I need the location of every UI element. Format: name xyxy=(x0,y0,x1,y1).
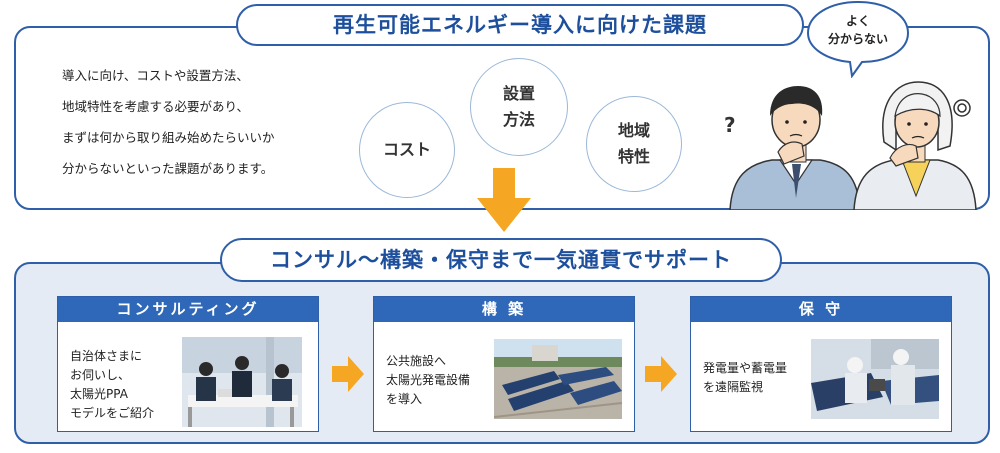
construction-card: 構 築 公共施設へ 太陽光発電設備 を導入 xyxy=(373,296,635,432)
consulting-card: コンサルティング 自治体さまに お伺いし、 太陽光PPA モデルをご紹介 xyxy=(57,296,319,432)
svg-text:?: ? xyxy=(724,113,736,137)
support-title: コンサル～構築・保守まで一気通貫でサポート xyxy=(220,238,782,282)
speech-bubble-icon xyxy=(806,0,910,78)
issues-title: 再生可能エネルギー導入に向けた課題 xyxy=(236,4,804,46)
consulting-card-title: コンサルティング xyxy=(58,297,318,322)
down-arrow-icon xyxy=(477,168,531,232)
construction-card-text: 公共施設へ 太陽光発電設備 を導入 xyxy=(386,354,471,406)
construction-card-title: 構 築 xyxy=(374,297,634,322)
maintenance-card-title: 保 守 xyxy=(691,297,951,322)
consulting-card-text: 自治体さまに お伺いし、 太陽光PPA モデルをご紹介 xyxy=(70,349,155,420)
issues-line: 地域特性を考慮する必要があり、 xyxy=(62,99,250,114)
maintenance-card-text: 発電量や蓄電量 を遠隔監視 xyxy=(703,361,788,394)
cost-bubble: コスト xyxy=(359,102,455,198)
right-arrow-icon xyxy=(645,356,677,392)
maintenance-card: 保 守 発電量や蓄電量 を遠隔監視 xyxy=(690,296,952,432)
issues-line: 分からないといった課題があります。 xyxy=(62,161,274,176)
solar-panels-photo xyxy=(494,339,622,419)
right-arrow-icon xyxy=(332,356,364,392)
inspection-workers-photo xyxy=(811,339,939,419)
regional-characteristics-bubble: 地域 特性 xyxy=(586,96,682,192)
issues-line: まずは何から取り組み始めたらいいか xyxy=(62,130,275,145)
setup-method-bubble: 設置 方法 xyxy=(470,58,568,156)
meeting-photo xyxy=(182,337,302,427)
confused-people-illustration: ? xyxy=(724,81,977,210)
issues-description: 導入に向け、コストや設置方法、 地域特性を考慮する必要があり、 まずは何から取り… xyxy=(62,60,352,184)
confused-speech-text: よく 分からない xyxy=(827,14,888,46)
issues-line: 導入に向け、コストや設置方法、 xyxy=(62,68,249,83)
